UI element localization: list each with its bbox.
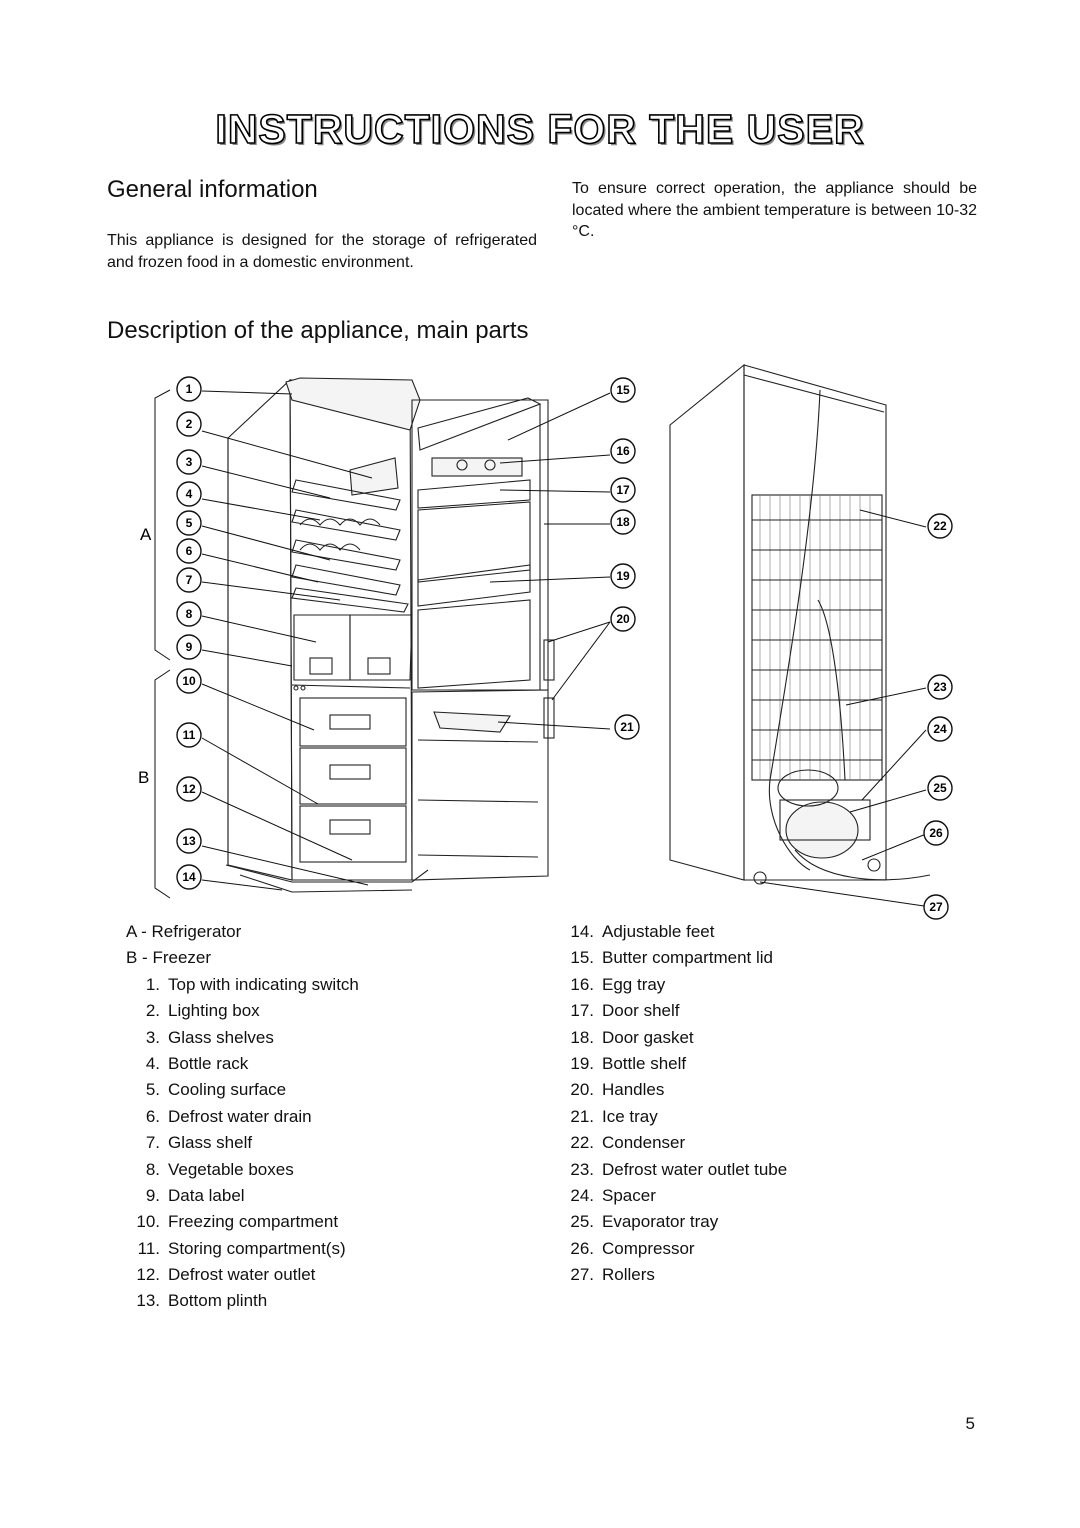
- part-item: 22.Condenser: [570, 1133, 686, 1153]
- svg-text:22: 22: [933, 519, 947, 533]
- svg-text:4: 4: [186, 487, 193, 501]
- callout-leaders: [201, 390, 927, 907]
- callout-17: 17: [610, 477, 636, 503]
- section-b-label: B: [138, 768, 149, 787]
- svg-text:17: 17: [616, 483, 630, 497]
- part-item: 23.Defrost water outlet tube: [570, 1159, 788, 1179]
- callout-20: 20: [610, 606, 636, 632]
- svg-text:21: 21: [620, 720, 634, 734]
- svg-text:25: 25: [933, 781, 947, 795]
- part-item: 12.Defrost water outlet: [136, 1265, 316, 1285]
- callout-2: 2: [176, 411, 202, 437]
- callout-11: 11: [176, 722, 202, 748]
- svg-text:1: 1: [186, 382, 193, 396]
- callout-27: 27: [923, 894, 949, 920]
- part-item: 26.Compressor: [570, 1238, 695, 1258]
- callout-1: 1: [176, 376, 202, 402]
- callout-6: 6: [176, 538, 202, 564]
- part-item: 20.Handles: [570, 1080, 665, 1100]
- part-item: 7.Glass shelf: [145, 1133, 253, 1153]
- part-item: 13.Bottom plinth: [136, 1291, 268, 1311]
- svg-text:14: 14: [182, 870, 196, 884]
- svg-text:23: 23: [933, 680, 947, 694]
- callout-13: 13: [176, 828, 202, 854]
- callout-19: 19: [610, 563, 636, 589]
- part-item: 16.Egg tray: [570, 974, 666, 994]
- svg-text:18: 18: [616, 515, 630, 529]
- page-title: INSTRUCTIONS FOR THE USER: [215, 105, 865, 153]
- callout-15: 15: [610, 377, 636, 403]
- part-item: 8.Vegetable boxes: [145, 1159, 294, 1179]
- callout-8: 8: [176, 601, 202, 627]
- part-item: 1.Top with indicating switch: [145, 974, 359, 994]
- callout-23: 23: [927, 674, 953, 700]
- svg-text:20: 20: [616, 612, 630, 626]
- svg-text:16: 16: [616, 444, 630, 458]
- part-item: 11.Storing compartment(s): [137, 1238, 346, 1258]
- callout-16: 16: [610, 438, 636, 464]
- part-item: 18.Door gasket: [570, 1027, 694, 1047]
- svg-text:10: 10: [182, 674, 196, 688]
- svg-text:15: 15: [616, 383, 630, 397]
- svg-text:19: 19: [616, 569, 630, 583]
- appliance-diagram: A B 1 2 3 4 5 6 7 8 9 10: [138, 363, 953, 920]
- svg-text:2: 2: [186, 417, 193, 431]
- part-item: 9.Data label: [145, 1185, 245, 1205]
- callout-10: 10: [176, 668, 202, 694]
- legend-freezer: B - Freezer: [126, 948, 212, 968]
- ambient-temperature-paragraph: To ensure correct operation, the applian…: [572, 180, 977, 240]
- callout-18: 18: [610, 509, 636, 535]
- callout-22: 22: [927, 513, 953, 539]
- part-item: 15.Butter compartment lid: [570, 948, 774, 968]
- svg-text:24: 24: [933, 722, 947, 736]
- part-item: 14.Adjustable feet: [570, 922, 715, 941]
- callout-14: 14: [176, 864, 202, 890]
- fridge-front-illustration: [225, 377, 555, 893]
- svg-text:13: 13: [182, 834, 196, 848]
- section-a-label: A: [140, 525, 152, 544]
- callout-7: 7: [176, 567, 202, 593]
- general-information-paragraph: This appliance is designed for the stora…: [107, 232, 537, 271]
- callout-21: 21: [614, 714, 640, 740]
- part-item: 3.Glass shelves: [145, 1027, 274, 1047]
- part-item: 4.Bottle rack: [145, 1053, 249, 1073]
- callout-26: 26: [923, 820, 949, 846]
- part-item: 25.Evaporator tray: [570, 1212, 719, 1232]
- svg-text:6: 6: [186, 544, 193, 558]
- part-item: 5.Cooling surface: [145, 1080, 287, 1100]
- callout-25: 25: [927, 775, 953, 801]
- parts-list-left: A - Refrigerator B - Freezer 1.Top with …: [126, 919, 359, 1315]
- part-item: 21.Ice tray: [570, 1106, 658, 1126]
- callout-4: 4: [176, 481, 202, 507]
- legend-refrigerator: A - Refrigerator: [126, 922, 242, 941]
- part-item: 19.Bottle shelf: [570, 1053, 687, 1073]
- section-b-bracket: [154, 669, 171, 899]
- page-number: 5: [965, 1414, 975, 1433]
- parts-list-right: 14.Adjustable feet 15.Butter compartment…: [560, 919, 787, 1288]
- callout-3: 3: [176, 449, 202, 475]
- callout-5: 5: [176, 510, 202, 536]
- svg-text:11: 11: [183, 728, 196, 742]
- callout-12: 12: [176, 776, 202, 802]
- svg-text:8: 8: [186, 607, 193, 621]
- svg-text:12: 12: [182, 782, 196, 796]
- part-item: 24.Spacer: [570, 1185, 656, 1205]
- description-heading: Description of the appliance, main parts: [107, 317, 529, 344]
- section-a-bracket: [154, 389, 171, 661]
- part-item: 6.Defrost water drain: [145, 1106, 312, 1126]
- part-item: 27.Rollers: [570, 1265, 655, 1285]
- fridge-rear-illustration: [669, 363, 931, 885]
- part-item: 10.Freezing compartment: [136, 1212, 339, 1232]
- svg-text:26: 26: [929, 826, 943, 840]
- part-item: 17.Door shelf: [570, 1001, 680, 1021]
- callout-24: 24: [927, 716, 953, 742]
- callout-9: 9: [176, 634, 202, 660]
- part-item: 2.Lighting box: [145, 1001, 260, 1021]
- svg-text:9: 9: [186, 640, 193, 654]
- svg-text:27: 27: [929, 900, 943, 914]
- svg-text:3: 3: [186, 455, 193, 469]
- svg-text:5: 5: [186, 516, 193, 530]
- svg-text:7: 7: [186, 573, 193, 587]
- general-information-heading: General information: [107, 176, 318, 203]
